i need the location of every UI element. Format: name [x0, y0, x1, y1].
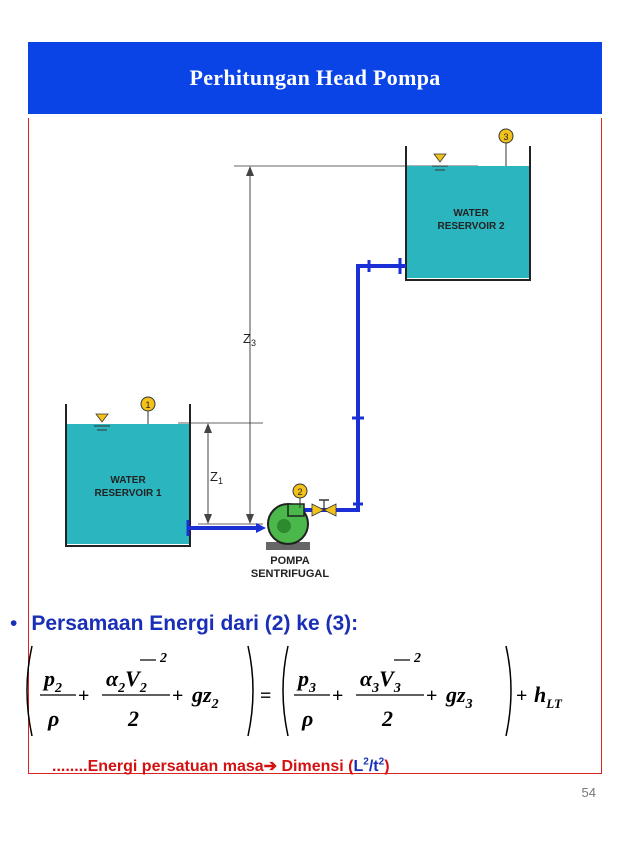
- right-paren-1: [247, 645, 254, 737]
- note-slash-t: /t: [368, 758, 379, 775]
- content-frame: [28, 118, 602, 774]
- eq-rho-1: ρ: [47, 706, 59, 731]
- arrow-icon: ➔: [263, 758, 278, 775]
- point-1-label: 1: [145, 400, 150, 410]
- eq-two-1: 2: [127, 706, 139, 731]
- eq-p2: p2: [42, 666, 62, 696]
- bullet-text: Persamaan Energi dari (2) ke (3):: [31, 612, 359, 635]
- pump-base: [266, 542, 310, 550]
- eq-equals: =: [260, 685, 271, 707]
- pump-label-line1: POMPA: [270, 555, 310, 567]
- z1-label: Z1: [210, 469, 223, 486]
- eq-gz2: gz2: [191, 682, 219, 712]
- eq-alpha3-v3: α3V3: [360, 666, 401, 696]
- eq-plus-4: +: [426, 685, 437, 707]
- left-paren-1: [26, 645, 33, 737]
- eq-plus-1: +: [78, 685, 89, 707]
- eq-square-1: 2: [159, 651, 167, 666]
- left-paren-2: [282, 645, 289, 737]
- valve-icon: [311, 503, 325, 517]
- discharge-pipe: [296, 264, 406, 512]
- eq-alpha2-v2: α2V2: [106, 666, 147, 696]
- eq-p3: p3: [296, 666, 316, 696]
- energy-note: ........Energi persatuan masa➔ Dimensi (…: [52, 756, 390, 776]
- eq-gz3: gz3: [445, 682, 473, 712]
- eq-plus-2: +: [172, 685, 183, 707]
- z3-label: Z3: [243, 331, 256, 348]
- reservoir-2-label-line1: WATER: [453, 208, 489, 219]
- reservoir-1-label-line1: WATER: [110, 475, 146, 486]
- eq-rho-2: ρ: [301, 706, 313, 731]
- reservoir-1-label-line2: RESERVOIR 1: [94, 488, 161, 499]
- eq-square-2: 2: [413, 651, 421, 666]
- reservoir-1-tank: [65, 404, 191, 547]
- note-dimensi: Dimensi (: [277, 758, 354, 775]
- note-L: L: [353, 758, 364, 775]
- reservoir-2-label-line2: RESERVOIR 2: [437, 221, 504, 232]
- note-close: ): [384, 758, 390, 775]
- bullet-dot: •: [10, 612, 18, 635]
- eq-two-2: 2: [381, 706, 393, 731]
- title-bar: Perhitungan Head Pompa: [28, 42, 602, 114]
- note-sup-1: 2: [363, 756, 369, 768]
- slide-title: Perhitungan Head Pompa: [189, 65, 441, 90]
- point-2-label: 2: [297, 487, 302, 497]
- water-level-marker-1: [95, 413, 109, 423]
- note-sup-2: 2: [378, 756, 385, 768]
- eq-head-loss: hLT: [534, 682, 563, 711]
- pump-system-diagram: Z3 Z1 WATER RESERVOIR 1 1 WATER RESERVOI…: [65, 128, 531, 580]
- reservoir-2-water: [406, 166, 530, 278]
- point-3-label: 3: [503, 132, 508, 142]
- water-level-marker-2: [433, 153, 447, 163]
- reservoir-2-tank: [405, 146, 531, 281]
- eq-plus-3: +: [332, 685, 343, 707]
- page-number: 54: [581, 785, 596, 800]
- eq-plus-5: +: [516, 685, 527, 707]
- pump-label-line2: SENTRIFUGAL: [251, 568, 330, 580]
- bullet-energy-equation: • Persamaan Energi dari (2) ke (3):: [10, 612, 358, 636]
- right-paren-2: [505, 645, 512, 737]
- reservoir-1-water: [66, 424, 190, 544]
- note-prefix: ........Energi persatuan masa: [52, 758, 264, 775]
- energy-equation: p2 ρ + α2V2 2 2 + gz2 = p3 ρ + α3V3 2 2 …: [26, 645, 563, 737]
